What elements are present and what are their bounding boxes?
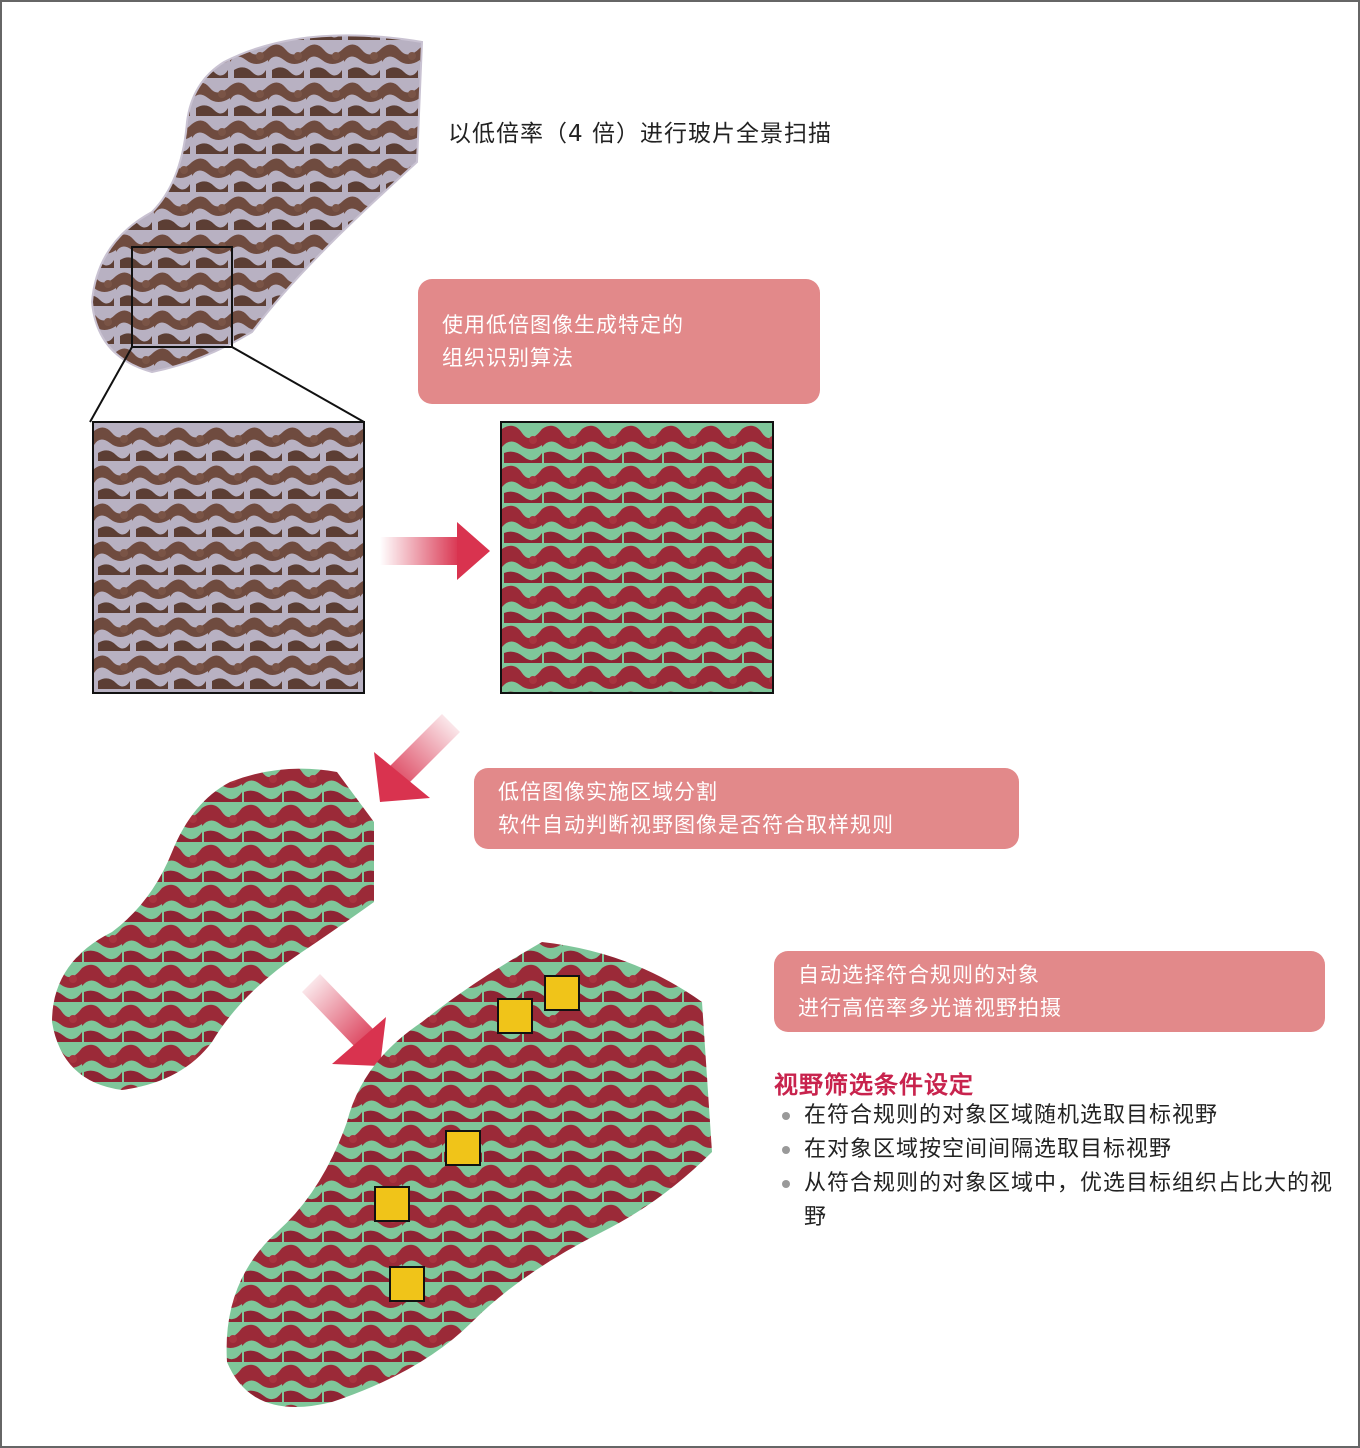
- whole-slide-tissue: [92, 35, 422, 372]
- criteria-item: 在对象区域按空间间隔选取目标视野: [778, 1133, 1338, 1167]
- criteria-list: 在符合规则的对象区域随机选取目标视野 在对象区域按空间间隔选取目标视野 从符合规…: [778, 1099, 1338, 1235]
- arrow-down-left-icon: [374, 714, 460, 802]
- field-marker: [498, 999, 532, 1033]
- criteria-item: 在符合规则的对象区域随机选取目标视野: [778, 1099, 1338, 1133]
- field-marker: [446, 1131, 480, 1165]
- segmented-whole-slide: [52, 769, 374, 1090]
- criteria-title: 视野筛选条件设定: [774, 1065, 974, 1100]
- zoomed-segmented-image: [500, 421, 774, 694]
- arrow-right-icon: [380, 522, 490, 580]
- callout-selection: 自动选择符合规则的对象 进行高倍率多光谱视野拍摄: [774, 951, 1325, 1032]
- field-marker: [545, 976, 579, 1010]
- callout-algorithm: 使用低倍图像生成特定的 组织识别算法: [418, 279, 820, 404]
- segmentation-texture: [502, 423, 772, 692]
- zoomed-original-image: [92, 421, 365, 694]
- callout-segmentation: 低倍图像实施区域分割 软件自动判断视野图像是否符合取样规则: [474, 768, 1019, 849]
- arrow-down-right-icon: [302, 974, 386, 1066]
- selected-fields-slide: [227, 942, 712, 1407]
- scan-label: 以低倍率（4 倍）进行玻片全景扫描: [448, 114, 832, 148]
- tissue-texture: [94, 423, 363, 692]
- field-marker: [375, 1187, 409, 1221]
- field-marker: [390, 1267, 424, 1301]
- criteria-item: 从符合规则的对象区域中，优选目标组织占比大的视野: [778, 1167, 1338, 1235]
